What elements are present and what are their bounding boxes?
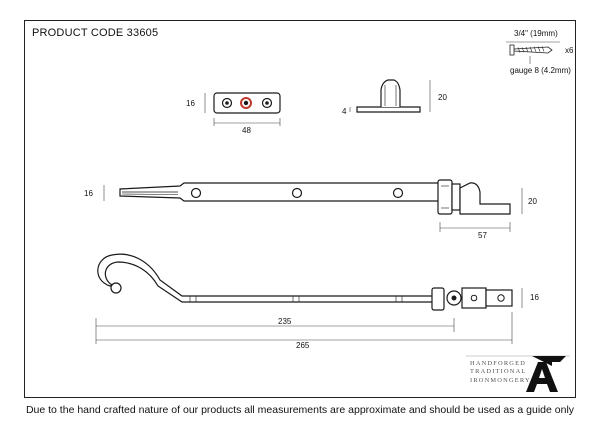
pin-keep (349, 79, 431, 113)
screw-spec: 3/4" (19mm) x6 gauge 8 (4.2mm) (506, 29, 574, 75)
brand-wordmark: HANDFORGED TRADITIONAL IRONMONGERY (470, 360, 531, 385)
keep-plate (204, 92, 281, 126)
stay-bottom-overall-length: 265 (296, 341, 310, 350)
brand-line-handforged: HANDFORGED (470, 360, 527, 367)
screw-quantity: x6 (565, 46, 574, 55)
screw-length-label: 3/4" (19mm) (514, 29, 558, 38)
stay-top-bracket-height: 20 (528, 197, 537, 206)
stay-top-width: 57 (478, 231, 487, 240)
stay-top (103, 179, 523, 232)
brand-line-ironmongery: IRONMONGERY (470, 376, 531, 384)
screw-gauge-label: gauge 8 (4.2mm) (510, 66, 571, 75)
screw-icon (509, 44, 553, 56)
keep-plate-height: 16 (186, 99, 195, 108)
anvil-a-logo-icon (526, 356, 566, 392)
drawing-frame (24, 20, 576, 398)
keep-plate-width: 48 (242, 126, 251, 135)
pin-keep-height: 20 (438, 93, 447, 102)
stay-bottom-height: 16 (530, 293, 539, 302)
stay-top-height: 16 (84, 189, 93, 198)
pin-keep-plate-height: 4 (342, 107, 347, 116)
product-code: PRODUCT CODE 33605 (32, 27, 159, 39)
stay-bottom (95, 253, 523, 344)
footer-disclaimer: Due to the hand crafted nature of our pr… (25, 404, 575, 416)
stay-bottom-inner-length: 235 (278, 317, 292, 326)
brand-line-traditional: TRADITIONAL (470, 368, 527, 376)
